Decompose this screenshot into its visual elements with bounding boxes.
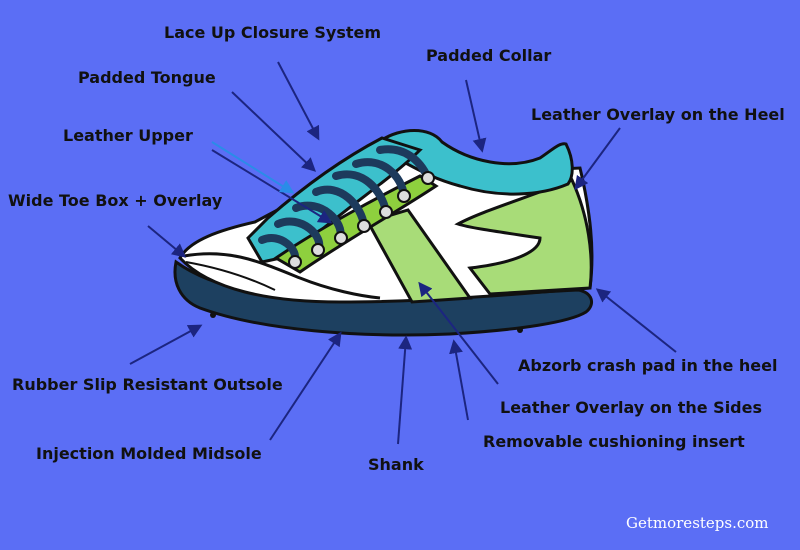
side-overlay-stripe <box>365 208 473 304</box>
label-leather-upper: Leather Upper <box>63 126 193 145</box>
arrow-leather-upper-light <box>211 141 295 194</box>
arrow-insert <box>449 339 469 421</box>
arrow-leather-upper-dark <box>211 149 333 224</box>
arrow-side-overlay <box>418 281 499 385</box>
toe-overlay-stitch <box>185 261 276 291</box>
label-leather-overlay-heel: Leather Overlay on the Heel <box>531 105 785 124</box>
arrow-shank <box>397 335 413 445</box>
label-wide-toe-box: Wide Toe Box + Overlay <box>8 191 223 210</box>
label-injection-midsole: Injection Molded Midsole <box>36 444 262 463</box>
collar-shape <box>379 129 574 196</box>
arrow-lace-closure <box>277 61 320 141</box>
label-padded-tongue: Padded Tongue <box>78 68 216 87</box>
label-rubber-outsole: Rubber Slip Resistant Outsole <box>12 375 283 394</box>
toe-overlay-line <box>183 252 381 300</box>
arrow-heel-overlay <box>574 127 621 191</box>
label-removable-insert: Removable cushioning insert <box>483 432 745 451</box>
arrow-midsole <box>269 331 342 441</box>
eyelets <box>288 171 435 269</box>
heel-overlay-shape <box>454 178 593 296</box>
leader-arrows <box>129 61 677 445</box>
label-shank: Shank <box>368 455 424 474</box>
outsole-stud <box>517 327 523 333</box>
site-credit: Getmoresteps.com <box>626 514 769 532</box>
arrow-padded-collar <box>465 79 487 153</box>
arrow-toe-box <box>147 225 187 258</box>
arrow-outsole <box>129 324 203 365</box>
label-padded-collar: Padded Collar <box>426 46 552 65</box>
label-crash-pad: Abzorb crash pad in the heel <box>518 356 778 375</box>
arrow-padded-tongue <box>231 91 317 172</box>
label-lace-closure: Lace Up Closure System <box>164 23 382 42</box>
label-leather-overlay-sides: Leather Overlay on the Sides <box>500 398 763 417</box>
arrow-crash-pad <box>595 288 677 353</box>
outsole-stud <box>210 312 216 318</box>
